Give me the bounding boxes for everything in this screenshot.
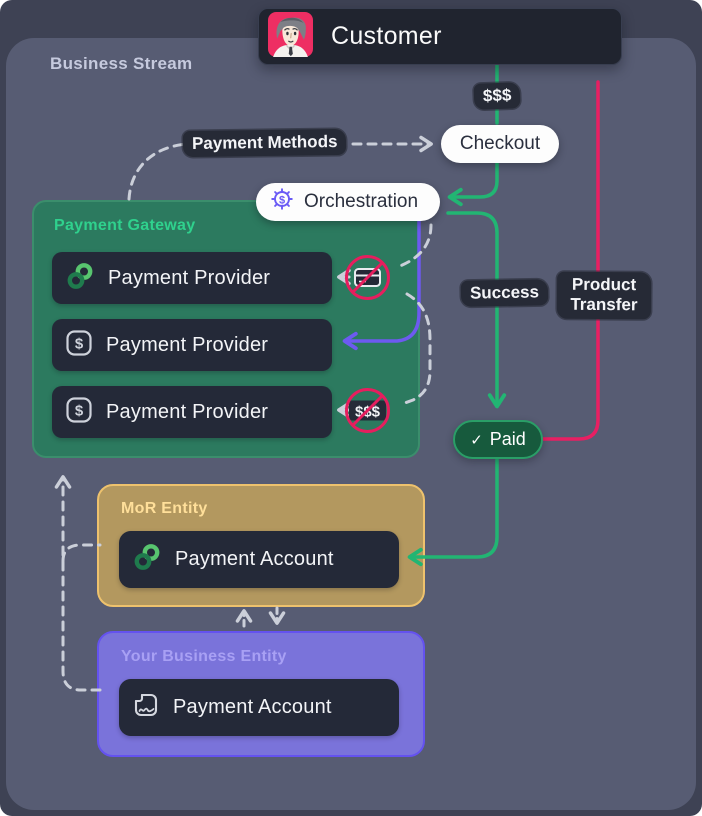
dollar-square-icon: $ (65, 396, 93, 429)
mor-entity-box: MoR Entity Payment Account (97, 484, 425, 607)
orchestration-label: Orchestration (304, 191, 419, 212)
chain-link-logo-icon (65, 261, 95, 296)
product-transfer-badge: Product Transfer (556, 271, 652, 320)
mor-entity-title: MoR Entity (121, 500, 208, 517)
person-avatar-icon (268, 11, 313, 62)
payment-gateway-title: Payment Gateway (54, 217, 196, 234)
checkout-pill: Checkout (441, 125, 559, 163)
payment-provider-label: Payment Provider (106, 400, 269, 423)
dollar-square-icon: $ (65, 329, 93, 362)
check-icon: ✓ (470, 431, 483, 449)
payment-provider-node: $ Payment Provider (52, 386, 332, 438)
money-badge: $$$ (473, 82, 521, 111)
chain-link-logo-icon (132, 542, 162, 577)
paid-pill: ✓ Paid (453, 420, 543, 459)
success-badge: Success (460, 279, 549, 308)
orchestration-pill: $ Orchestration (256, 183, 440, 221)
checkout-label: Checkout (459, 133, 541, 154)
svg-text:$: $ (279, 194, 285, 206)
payment-provider-label: Payment Provider (108, 266, 271, 289)
gear-dollar-icon: $ (269, 186, 295, 218)
customer-label: Customer (331, 22, 442, 50)
payment-provider-label: Payment Provider (106, 333, 269, 356)
contract-icon (132, 691, 160, 724)
payment-methods-badge: Payment Methods (182, 128, 347, 158)
business-stream-title: Business Stream (50, 54, 193, 73)
payment-provider-node: Payment Provider (52, 252, 332, 304)
payment-account-label: Payment Account (175, 548, 334, 570)
no-cash-icon: $$$ (344, 387, 391, 434)
business-payment-account-node: Payment Account (119, 679, 399, 736)
your-business-entity-box: Your Business Entity Payment Account (97, 631, 425, 757)
svg-text:$: $ (75, 402, 84, 419)
payment-account-label: Payment Account (173, 696, 332, 718)
svg-text:$: $ (75, 335, 84, 352)
payment-provider-node: $ Payment Provider (52, 319, 332, 371)
paid-label: Paid (489, 429, 526, 449)
mor-payment-account-node: Payment Account (119, 531, 399, 588)
your-business-entity-title: Your Business Entity (121, 648, 287, 665)
no-credit-card-icon (344, 254, 391, 301)
customer-box: Customer (258, 8, 622, 65)
